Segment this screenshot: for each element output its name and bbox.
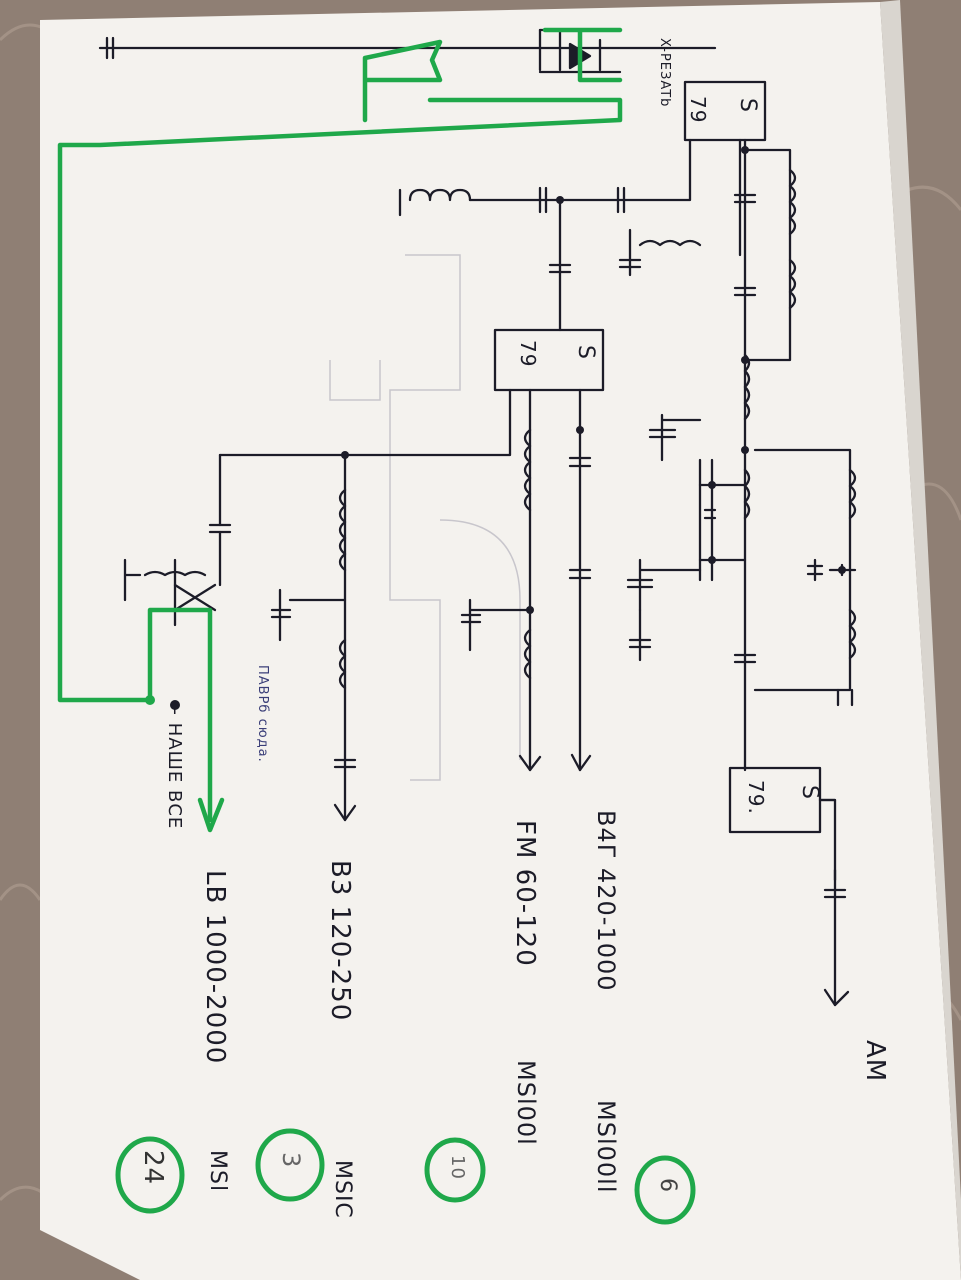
label-fm: FM 60-120 <box>510 820 540 967</box>
mark-circle-1 <box>634 1155 696 1225</box>
mark-number-4: 24 <box>138 1150 168 1186</box>
chip-top-79: 79 <box>686 96 710 124</box>
label-am: AM <box>860 1040 890 1083</box>
mark-circle-3 <box>255 1128 325 1202</box>
label-bus: В4Г 420-1000 <box>592 810 620 992</box>
mark-number-1: 6 <box>655 1178 680 1193</box>
label-bus-part: MSl00ll <box>592 1100 620 1194</box>
label-rezat: X-PEЗATb <box>657 38 672 108</box>
label-paoro: ПАВРб сюда. <box>255 665 270 763</box>
pencil-traces <box>329 254 521 781</box>
circuit-ink <box>98 28 857 1007</box>
mark-circle-4 <box>115 1136 185 1214</box>
chip-top-s: S <box>735 98 760 113</box>
chip-am-s: S <box>797 785 822 800</box>
junction-dots <box>145 146 846 710</box>
mark-number-2: 10 <box>447 1155 468 1180</box>
green-wiring <box>57 27 623 833</box>
label-b3-part: MSIC <box>330 1160 355 1219</box>
paper-sheet <box>40 2 961 1280</box>
label-b3: В3 120-250 <box>325 860 355 1022</box>
label-lb-part: MSl <box>205 1150 230 1193</box>
mark-circle-2 <box>424 1137 486 1203</box>
green-circle-marks <box>115 1128 696 1225</box>
chip-mid-s: S <box>573 345 598 360</box>
chip-mid-79: 79 <box>516 340 540 368</box>
label-nashe: ← НАШЕ ВСЕ <box>164 700 185 830</box>
label-lb: LB 1000-2000 <box>200 870 230 1065</box>
mark-number-3: 3 <box>277 1152 305 1169</box>
paper-shadow <box>880 0 961 1280</box>
chip-am-79: 79. <box>744 780 768 815</box>
label-fm-part: MSl00l <box>512 1060 540 1146</box>
